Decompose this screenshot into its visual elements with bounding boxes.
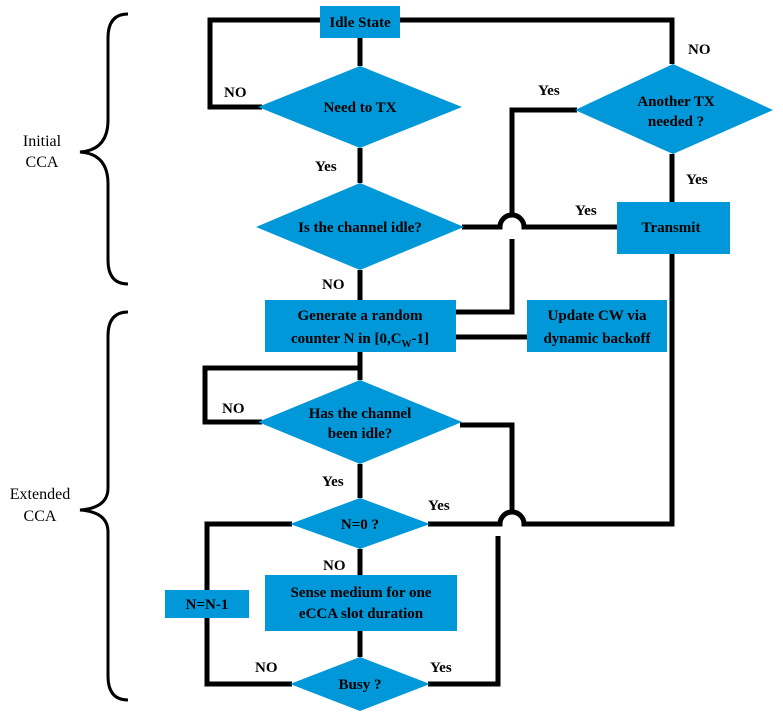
has-idle-label-1: Has the channel [309, 406, 412, 422]
transmit-box [617, 202, 730, 254]
need-no-label: NO [224, 85, 247, 101]
update-cw-label-1: Update CW via [548, 308, 647, 324]
generate-label-2-sub: W [402, 339, 412, 350]
another-no-label: NO [688, 42, 711, 58]
nzero-no-label: NO [323, 558, 346, 574]
channel-idle-label: Is the channel idle? [298, 220, 422, 236]
sense-label-1: Sense medium for one [291, 585, 432, 601]
busy-yes-label: Yes [430, 660, 452, 676]
n-zero-diamond [290, 498, 430, 549]
update-cw-box [527, 300, 667, 352]
n-decrement-label: N=N-1 [186, 597, 229, 613]
generate-label-2: counter N in [0,CW-1] [291, 331, 429, 350]
transmit-yes-label: Yes [686, 172, 708, 188]
need-to-tx-label: Need to TX [323, 100, 396, 116]
sense-label-2: eCCA slot duration [299, 606, 424, 622]
initial-cca-label-2: CCA [26, 154, 59, 171]
has-idle-no-label: NO [222, 401, 245, 417]
has-idle-yes-label: Yes [322, 474, 344, 490]
extended-cca-label-1: Extended [10, 486, 70, 503]
has-idle-label-2: been idle? [328, 426, 393, 442]
busy-diamond [290, 657, 430, 711]
generate-label-2-prefix: counter N in [0,C [291, 331, 402, 347]
need-to-tx-diamond [258, 66, 462, 148]
busy-label: Busy ? [339, 677, 382, 693]
n-decrement-box [165, 590, 249, 618]
generate-counter-box [265, 300, 456, 352]
idle-state-label: Idle State [329, 15, 391, 31]
update-cw-label-2: dynamic backoff [543, 331, 651, 347]
connectors [202, 17, 675, 687]
idle-state-box [320, 6, 400, 38]
extended-cca-brace [79, 310, 129, 702]
need-yes-label: Yes [315, 159, 337, 175]
busy-no-label: NO [255, 660, 278, 676]
channel-yes-label: Yes [575, 203, 597, 219]
another-yes-label: Yes [538, 83, 560, 99]
initial-cca-label-1: Initial [23, 133, 62, 150]
generate-label-2-suffix: -1] [412, 331, 430, 347]
another-tx-label-2: needed ? [648, 114, 704, 130]
transmit-label: Transmit [642, 220, 701, 236]
extended-cca-label-2: CCA [24, 508, 57, 525]
channel-idle-diamond [256, 183, 464, 270]
another-tx-diamond [575, 64, 773, 154]
another-tx-label-1: Another TX [637, 94, 715, 110]
initial-cca-brace [79, 12, 129, 286]
has-channel-idle-diamond [258, 380, 462, 464]
generate-label-1: Generate a random [298, 308, 423, 324]
nzero-yes-label: Yes [428, 498, 450, 514]
channel-no-label: NO [322, 277, 345, 293]
n-zero-label: N=0 ? [341, 517, 379, 533]
sense-medium-box [265, 575, 457, 631]
